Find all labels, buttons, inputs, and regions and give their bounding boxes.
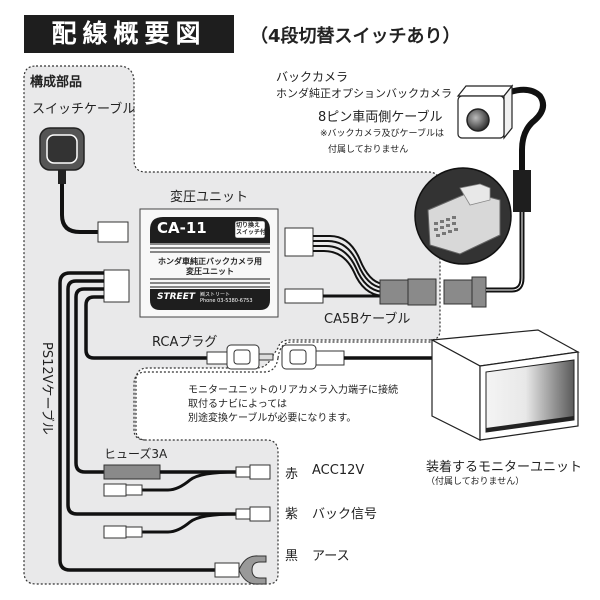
camera-label: バックカメラ: [276, 70, 349, 84]
badge-line1: 切り換え: [236, 222, 261, 229]
rca-plug-male-icon: [206, 344, 274, 370]
page-title: 配線概要図: [51, 19, 207, 48]
ca5b-white-connector: [284, 227, 314, 257]
ca5b-cable-label: CA5Bケーブル: [324, 312, 411, 327]
transformer-label: 変圧ユニット: [170, 190, 249, 205]
components-panel: [23, 65, 441, 585]
rca-note-line3: 別途変換ケーブルが必要になります。: [188, 413, 357, 424]
camera-cable: [486, 86, 547, 293]
monitor-unit-icon: [429, 329, 580, 441]
switch-cable-label: スイッチケーブル: [32, 102, 136, 117]
camera-sublabel: ホンダ純正オプションバックカメラ: [276, 87, 452, 100]
vehicle-gray-connector-b: [471, 276, 487, 308]
ca5b-gray-connector-b: [407, 278, 437, 306]
camera-cable-label: 8ピン車両側ケーブル: [318, 110, 443, 125]
transformer-model: CA-11: [157, 219, 207, 237]
rca-plug-label: RCAプラグ: [152, 335, 218, 350]
ca5b-gray-connector-a: [379, 279, 409, 305]
company-phone: Phone 03-5380-6753: [200, 298, 253, 304]
transformer-desc-line2: 変圧ユニット: [186, 267, 234, 276]
transformer-unit: [139, 208, 279, 318]
brand-logo: STREET: [157, 292, 195, 302]
camera-note-line2: 付属しておりません: [328, 145, 409, 155]
ps12v-cable-bundle: [58, 271, 236, 572]
acc-terminal-icon: [235, 464, 271, 480]
vehicle-gray-connector-a: [443, 279, 473, 305]
badge-line2: スイッチ付: [236, 229, 267, 236]
title-banner: [24, 15, 234, 53]
transformer-desc-line1: ホンダ車純正バックカメラ用: [158, 257, 262, 266]
wire-color-black: 黒: [285, 549, 299, 564]
ps12v-cable-label: PS12Vケーブル: [39, 342, 54, 435]
rca-note-line1: モニターユニットのリアカメラ入力端子に接続: [188, 385, 398, 396]
back-camera-icon: [456, 84, 514, 140]
rca-plug-female-icon: [281, 344, 345, 370]
wire-color-red: 赤: [285, 467, 299, 482]
ps12v-connector: [103, 269, 130, 303]
back-signal-terminal-icon: [235, 506, 271, 522]
switch-badge: [234, 220, 266, 239]
back-signal-female-terminal-icon: [103, 525, 143, 539]
components-heading: 構成部品: [30, 75, 83, 90]
acc-female-terminal-icon: [103, 483, 143, 497]
wire-color-purple: 紫: [285, 507, 299, 522]
camera-note-line1: ※バックカメラ及びケーブルは: [320, 129, 445, 139]
monitor-note: （付属しておりません）: [426, 477, 525, 487]
rca-note-line2: 取付るナビによっては: [188, 399, 287, 410]
page-subtitle: （4段切替スイッチあり）: [250, 26, 461, 47]
fuse-icon: [103, 464, 161, 480]
ca5b-wires: [313, 235, 386, 298]
ca5b-rca-connector: [284, 288, 324, 304]
switch-connector: [97, 221, 129, 243]
switch-cable: [39, 127, 129, 243]
rca-note-outline: [133, 357, 279, 441]
company-name: ㈱ストリート: [200, 292, 231, 298]
wire-function-acc: ACC12V: [312, 463, 365, 478]
wire-function-ground: アース: [312, 549, 350, 564]
connector-closeup-icon: [414, 167, 512, 265]
ground-terminal-icon: [214, 555, 267, 585]
fuse-label: ヒューズ3A: [104, 447, 168, 461]
wire-function-back-signal: バック信号: [312, 507, 378, 522]
monitor-label: 装着するモニターユニット: [426, 460, 583, 475]
